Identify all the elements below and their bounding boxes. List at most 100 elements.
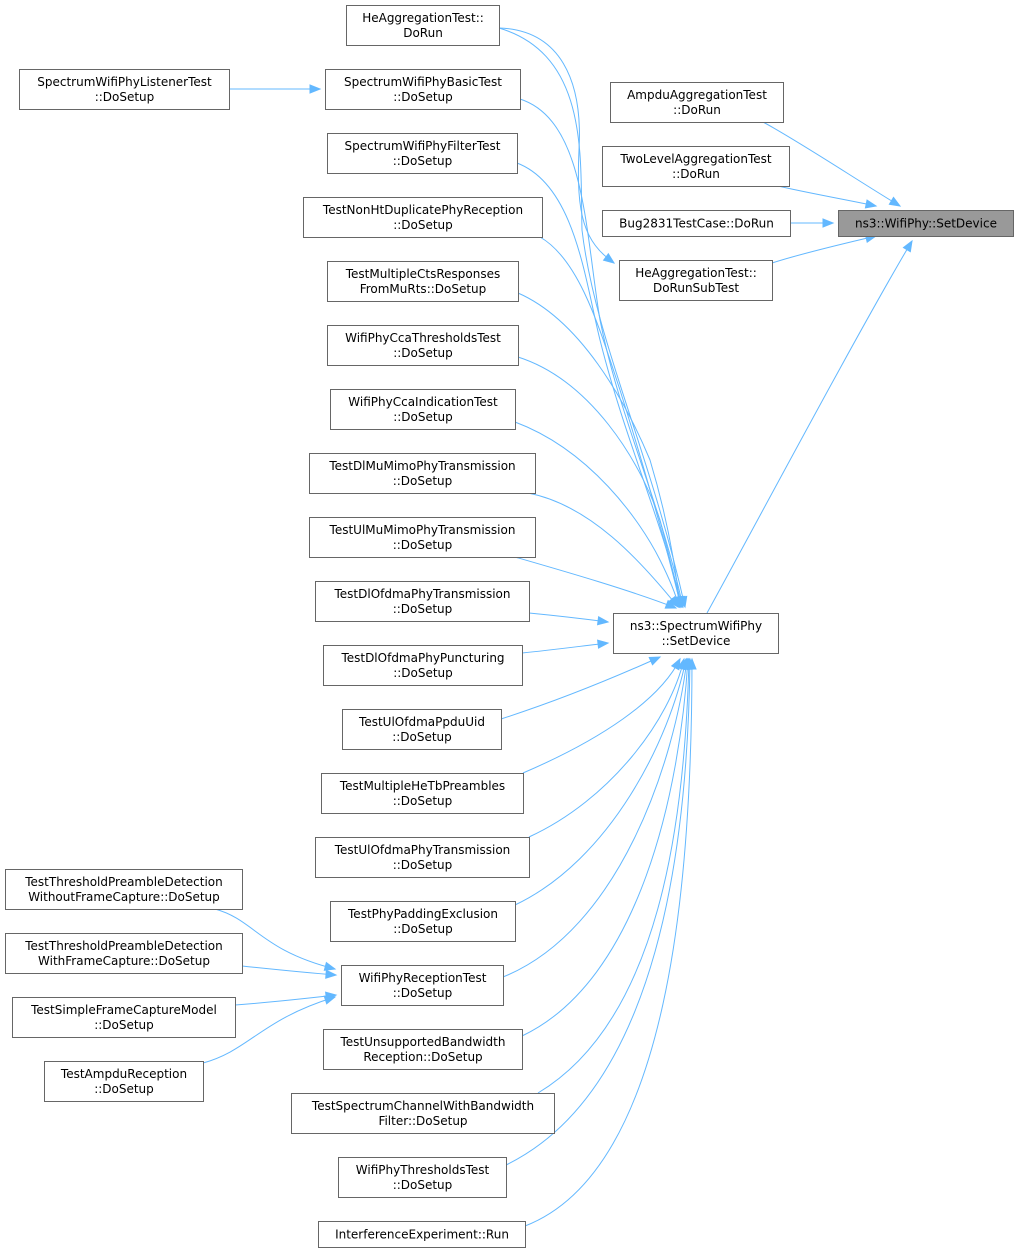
node-ul-mumimo[interactable]: TestUlMuMimoPhyTransmission::DoSetup [309, 517, 536, 558]
node-label: SpectrumWifiPhyFilterTest [345, 139, 501, 153]
arrowhead-icon [596, 615, 610, 626]
arrowhead-icon [602, 252, 616, 264]
node-box [619, 260, 773, 301]
node-label: TestUlMuMimoPhyTransmission [329, 523, 516, 537]
node-bug2831[interactable]: Bug2831TestCase::DoRun [602, 210, 791, 237]
node-label: FromMuRts::DoSetup [360, 282, 487, 296]
node-box [44, 1061, 204, 1102]
node-he-agg-subtest[interactable]: HeAggregationTest::DoRunSubTest [619, 260, 773, 301]
node-simple-capture[interactable]: TestSimpleFrameCaptureModel::DoSetup [12, 997, 236, 1038]
edge-line [214, 908, 336, 970]
edge-ul_ofdma_ppdu-to-spectrum_setdevice [500, 656, 662, 720]
node-multi-cts[interactable]: TestMultipleCtsResponsesFromMuRts::DoSet… [327, 261, 519, 302]
arrowhead-icon [822, 218, 835, 228]
node-label: TestThresholdPreambleDetection [24, 875, 223, 889]
node-he-agg-dorun[interactable]: HeAggregationTest::DoRun [346, 5, 500, 46]
node-label: SpectrumWifiPhyBasicTest [344, 75, 502, 89]
node-box [327, 261, 519, 302]
node-box [602, 210, 791, 237]
node-wifiphy-setdevice[interactable]: ns3::WifiPhy::SetDevice [838, 210, 1014, 237]
edge-line [500, 656, 661, 720]
node-box [323, 645, 523, 686]
edge-line [522, 658, 681, 774]
node-box [327, 133, 518, 174]
node-label: TestPhyPaddingExclusion [347, 907, 498, 921]
edge-line [771, 235, 877, 264]
node-ul-ofdma-ppdu[interactable]: TestUlOfdmaPpduUid::DoSetup [342, 709, 502, 750]
node-label: TestSpectrumChannelWithBandwidth [311, 1099, 534, 1113]
node-box [291, 1093, 555, 1134]
arrowhead-icon [864, 199, 878, 209]
node-label: HeAggregationTest:: [362, 11, 484, 25]
edge-padding_excl-to-spectrum_setdevice [514, 657, 689, 906]
node-sw-basic[interactable]: SpectrumWifiPhyBasicTest::DoSetup [325, 69, 521, 110]
node-interference[interactable]: InterferenceExperiment::Run [318, 1221, 526, 1248]
edge-he_agg_subtest-to-wifiphy_setdevice [771, 233, 878, 264]
node-label: TestUnsupportedBandwidth [340, 1035, 506, 1049]
edge-line [706, 240, 913, 614]
node-label: ::SetDevice [662, 634, 731, 648]
node-label: WifiPhyThresholdsTest [356, 1163, 490, 1177]
edge-line [516, 162, 683, 608]
node-dl-mumimo[interactable]: TestDlMuMimoPhyTransmission::DoSetup [309, 453, 536, 494]
node-label: TestUlOfdmaPpduUid [358, 715, 485, 729]
arrowhead-icon [902, 239, 913, 253]
node-box [323, 1029, 523, 1070]
node-box [303, 197, 543, 238]
node-label: Filter::DoSetup [378, 1114, 467, 1128]
node-padding-excl[interactable]: TestPhyPaddingExclusion::DoSetup [330, 901, 516, 942]
node-dl-ofdma-punct[interactable]: TestDlOfdmaPhyPuncturing::DoSetup [323, 645, 523, 686]
node-label: HeAggregationTest:: [635, 266, 757, 280]
node-ampdu-agg[interactable]: AmpduAggregationTest::DoRun [610, 82, 784, 123]
edge-line [777, 185, 877, 207]
node-label: ::DoSetup [393, 666, 453, 680]
edge-twolevel_agg-to-wifiphy_setdevice [777, 185, 878, 209]
node-sw-listener[interactable]: SpectrumWifiPhyListenerTest::DoSetup [19, 69, 230, 110]
edge-simple_capture-to-reception_test [234, 991, 338, 1006]
node-box [613, 613, 779, 654]
node-label: Reception::DoSetup [363, 1050, 482, 1064]
node-label: ns3::SpectrumWifiPhy [630, 619, 762, 633]
node-dl-ofdma-tx[interactable]: TestDlOfdmaPhyTransmission::DoSetup [315, 581, 530, 622]
node-label: WifiPhyCcaThresholdsTest [345, 331, 501, 345]
node-thresholds-test[interactable]: WifiPhyThresholdsTest::DoSetup [338, 1157, 507, 1198]
node-label: TestUlOfdmaPhyTransmission [334, 843, 511, 857]
node-label: InterferenceExperiment::Run [335, 1228, 509, 1242]
node-box [341, 965, 504, 1006]
node-sw-filter[interactable]: SpectrumWifiPhyFilterTest::DoSetup [327, 133, 518, 174]
edge-cca_thresholds-to-spectrum_setdevice [517, 356, 684, 609]
node-spectrum-setdevice[interactable]: ns3::SpectrumWifiPhy::SetDevice [613, 613, 779, 654]
node-box [315, 581, 530, 622]
node-channel-bw[interactable]: TestSpectrumChannelWithBandwidthFilter::… [291, 1093, 555, 1134]
node-label: TestThresholdPreambleDetection [24, 939, 223, 953]
node-box [610, 82, 784, 123]
node-twolevel-agg[interactable]: TwoLevelAggregationTest::DoRun [602, 146, 790, 187]
node-unsupported-bw[interactable]: TestUnsupportedBandwidthReception::DoSet… [323, 1029, 523, 1070]
edge-line [498, 27, 615, 264]
node-thresh-without[interactable]: TestThresholdPreambleDetectionWithoutFra… [5, 869, 243, 910]
edge-line [202, 996, 336, 1064]
arrowhead-icon [664, 599, 678, 609]
node-ul-ofdma-tx[interactable]: TestUlOfdmaPhyTransmission::DoSetup [315, 837, 530, 878]
arrowhead-icon [325, 969, 338, 979]
edge-line [502, 658, 688, 978]
node-reception-test[interactable]: WifiPhyReceptionTest::DoSetup [341, 965, 504, 1006]
edge-line [498, 27, 686, 608]
node-label: ::DoRun [673, 103, 721, 117]
node-ampdu-reception[interactable]: TestAmpduReception::DoSetup [44, 1061, 204, 1102]
edge-interference-to-spectrum_setdevice [524, 657, 697, 1227]
node-nonht-dup[interactable]: TestNonHtDuplicatePhyReception::DoSetup [303, 197, 543, 238]
node-thresh-with[interactable]: TestThresholdPreambleDetectionWithFrameC… [5, 933, 243, 974]
node-label: TestNonHtDuplicatePhyReception [322, 203, 523, 217]
edge-dl_ofdma_tx-to-spectrum_setdevice [528, 612, 610, 626]
edge-sw_listener-to-sw_basic [229, 84, 322, 94]
node-box [5, 933, 243, 974]
arrowhead-icon [648, 656, 662, 666]
node-label: DoRunSubTest [653, 281, 739, 295]
node-label: TwoLevelAggregationTest [619, 152, 772, 166]
node-cca-thresholds[interactable]: WifiPhyCcaThresholdsTest::DoSetup [327, 325, 519, 366]
edge-reception_test-to-spectrum_setdevice [502, 657, 691, 978]
node-multi-hetb[interactable]: TestMultipleHeTbPreambles::DoSetup [321, 773, 524, 814]
node-cca-indication[interactable]: WifiPhyCcaIndicationTest::DoSetup [330, 389, 516, 430]
arrowhead-icon [687, 657, 697, 670]
